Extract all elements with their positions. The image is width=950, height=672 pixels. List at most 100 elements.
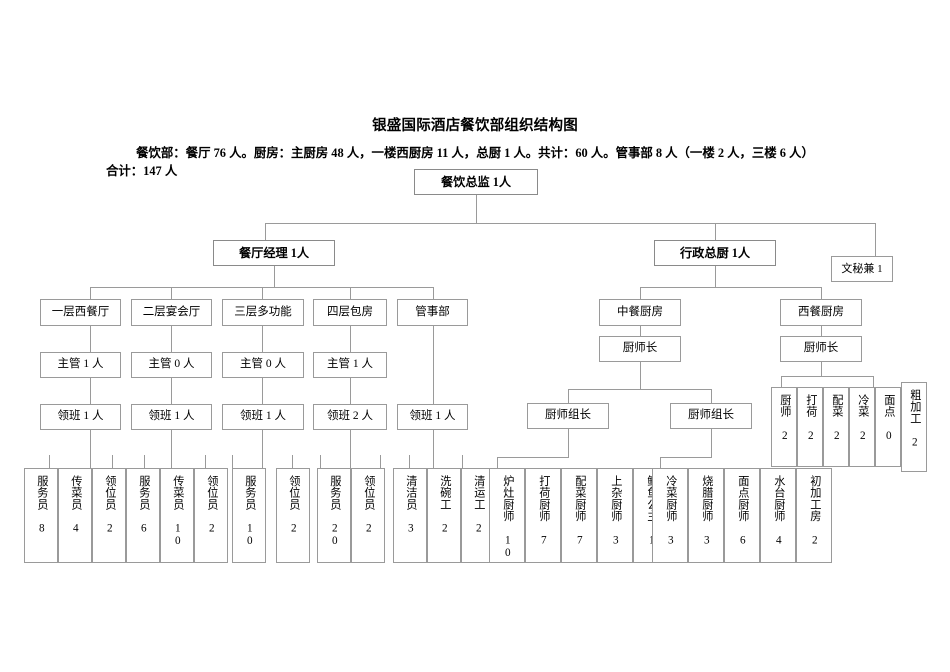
connector-departments-bus: [90, 287, 433, 288]
node-chef-misc[interactable]: 上杂厨师 3: [597, 468, 633, 563]
node-western-chef[interactable]: 厨师 2: [771, 387, 797, 467]
connector-dept-4-drop: [350, 287, 351, 299]
node-chef-prep[interactable]: 配菜厨师 7: [561, 468, 597, 563]
node-chef-stove[interactable]: 炉灶厨师 10: [489, 468, 525, 563]
connector-dept1-to-supervisor: [90, 326, 91, 352]
node-supervisor-floor3[interactable]: 主管 0 人: [222, 352, 304, 378]
node-foreman-floor4[interactable]: 领班 2 人: [313, 404, 387, 430]
node-staff-runner-floor2-label: 传菜员 10: [171, 475, 184, 548]
node-supervisor-floor2[interactable]: 主管 0 人: [131, 352, 212, 378]
node-chef-barbecue[interactable]: 烧腊厨师 3: [688, 468, 724, 563]
node-western-cold-dish-label: 冷菜 2: [856, 394, 869, 443]
node-restaurant-manager[interactable]: 餐厅经理 1人: [213, 240, 335, 266]
node-chef-cold-dish[interactable]: 冷菜厨师 3: [652, 468, 688, 563]
connector-stewarding-to-foreman: [433, 326, 434, 404]
connector-dept3-to-supervisor: [262, 326, 263, 352]
connector-western-staff-drop-left: [781, 376, 782, 387]
node-western-plating[interactable]: 打荷 2: [797, 387, 823, 467]
node-western-prep[interactable]: 配菜 2: [823, 387, 849, 467]
connector-dept2-to-supervisor: [171, 326, 172, 352]
summary-line-1: 餐饮部：餐厅 76 人。厨房：主厨房 48 人，一楼西厨房 11 人，总厨 1 …: [136, 146, 814, 160]
node-chef-prep-label: 配菜厨师 7: [573, 475, 586, 547]
node-secretary[interactable]: 文秘兼 1: [831, 256, 893, 282]
node-supervisor-floor4[interactable]: 主管 1 人: [313, 352, 387, 378]
summary-line-2: 合计：147 人: [106, 164, 178, 178]
connector-to-chinese-group-leader-right: [711, 389, 712, 403]
node-western-cold-dish[interactable]: 冷菜 2: [849, 387, 875, 467]
node-chef-barbecue-label: 烧腊厨师 3: [700, 475, 713, 547]
node-chinese-group-leader-left[interactable]: 厨师组长: [527, 403, 609, 429]
connector-supervisor1-to-foreman: [90, 378, 91, 404]
node-western-rough-prep[interactable]: 粗加工 2: [901, 382, 927, 472]
node-chinese-group-leader-right[interactable]: 厨师组长: [670, 403, 752, 429]
node-staff-dishwasher-label: 洗碗工 2: [438, 475, 451, 536]
node-staff-host-floor4[interactable]: 领位员 2: [351, 468, 385, 563]
node-western-plating-label: 打荷 2: [804, 394, 817, 443]
node-staff-host-floor2-label: 领位员 2: [205, 475, 218, 536]
connector-director-down: [476, 195, 477, 223]
node-staff-runner-floor1[interactable]: 传菜员 4: [58, 468, 92, 563]
node-department-stewarding[interactable]: 管事部: [397, 299, 468, 326]
node-foreman-stewarding[interactable]: 领班 1 人: [397, 404, 468, 430]
connector-dept-5-drop: [433, 287, 434, 299]
connector-dept-3-drop: [262, 287, 263, 299]
node-staff-waiter-floor1[interactable]: 服务员 8: [24, 468, 58, 563]
node-staff-cleaner-label: 清洁员 3: [404, 475, 417, 536]
node-chef-rough-prep-room-label: 初加工房 2: [808, 475, 821, 547]
node-western-pastry[interactable]: 面点 0: [875, 387, 901, 467]
page-title: 银盛国际酒店餐饮部组织结构图: [372, 118, 578, 134]
node-chef-rough-prep-room[interactable]: 初加工房 2: [796, 468, 832, 563]
connector-staff-tick-f: [292, 455, 293, 468]
node-staff-dishwasher[interactable]: 洗碗工 2: [427, 468, 461, 563]
node-staff-host-floor3[interactable]: 领位员 2: [276, 468, 310, 563]
node-staff-host-floor2[interactable]: 领位员 2: [194, 468, 228, 563]
node-staff-waiter-floor4[interactable]: 服务员 20: [317, 468, 351, 563]
node-executive-chef[interactable]: 行政总厨 1人: [654, 240, 776, 266]
connector-chinese-left-group-down: [568, 429, 569, 457]
connector-kitchens-bus: [640, 287, 821, 288]
node-foreman-floor3[interactable]: 领班 1 人: [222, 404, 304, 430]
node-staff-waiter-floor2[interactable]: 服务员 6: [126, 468, 160, 563]
node-western-head-chef[interactable]: 厨师长: [780, 336, 862, 362]
node-staff-waiter-floor4-label: 服务员 20: [328, 475, 341, 548]
node-staff-runner-floor2[interactable]: 传菜员 10: [160, 468, 194, 563]
node-food-beverage-director[interactable]: 餐饮总监 1人: [414, 169, 538, 195]
connector-dept-1-drop: [90, 287, 91, 299]
node-western-prep-label: 配菜 2: [830, 394, 843, 443]
node-foreman-floor2[interactable]: 领班 1 人: [131, 404, 212, 430]
node-western-pastry-label: 面点 0: [882, 394, 895, 443]
node-staff-host-floor4-label: 领位员 2: [362, 475, 375, 536]
node-supervisor-floor1[interactable]: 主管 1 人: [40, 352, 121, 378]
node-staff-cleaner[interactable]: 清洁员 3: [393, 468, 427, 563]
node-chef-misc-label: 上杂厨师 3: [609, 475, 622, 547]
node-department-floor4-private-rooms[interactable]: 四层包房: [313, 299, 387, 326]
connector-dept4-to-supervisor: [350, 326, 351, 352]
connector-executive-chef-down: [715, 266, 716, 287]
node-chinese-head-chef[interactable]: 厨师长: [599, 336, 681, 362]
connector-foreman1-to-staff: [90, 430, 91, 468]
node-chinese-kitchen[interactable]: 中餐厨房: [599, 299, 681, 326]
connector-supervisor2-to-foreman: [171, 378, 172, 404]
connector-staff-tick-g: [320, 455, 321, 468]
node-chef-water-station[interactable]: 水台厨师 4: [760, 468, 796, 563]
node-chef-pastry[interactable]: 面点厨师 6: [724, 468, 760, 563]
connector-staff-tick-j: [462, 455, 463, 468]
node-western-rough-prep-label: 粗加工 2: [908, 389, 921, 450]
connector-staff-tick-c: [144, 455, 145, 468]
connector-to-chinese-group-leader-left: [568, 389, 569, 403]
node-western-kitchen[interactable]: 西餐厨房: [780, 299, 862, 326]
node-chef-cold-dish-label: 冷菜厨师 3: [664, 475, 677, 547]
node-western-chef-label: 厨师 2: [778, 394, 791, 443]
node-department-floor1-western-restaurant[interactable]: 一层西餐厅: [40, 299, 121, 326]
connector-chinese-head-chef-down: [640, 362, 641, 389]
node-staff-host-floor1[interactable]: 领位员 2: [92, 468, 126, 563]
node-department-floor3-multifunction[interactable]: 三层多功能: [222, 299, 304, 326]
connector-to-western-kitchen: [821, 287, 822, 299]
connector-to-executive-chef: [715, 223, 716, 245]
node-department-floor2-banquet-hall[interactable]: 二层宴会厅: [131, 299, 212, 326]
node-staff-waiter-floor3[interactable]: 服务员 10: [232, 468, 266, 563]
connector-supervisor4-to-foreman: [350, 378, 351, 404]
node-chef-plating[interactable]: 打荷厨师 7: [525, 468, 561, 563]
connector-chinese-right-staff-drop: [660, 457, 661, 468]
node-foreman-floor1[interactable]: 领班 1 人: [40, 404, 121, 430]
